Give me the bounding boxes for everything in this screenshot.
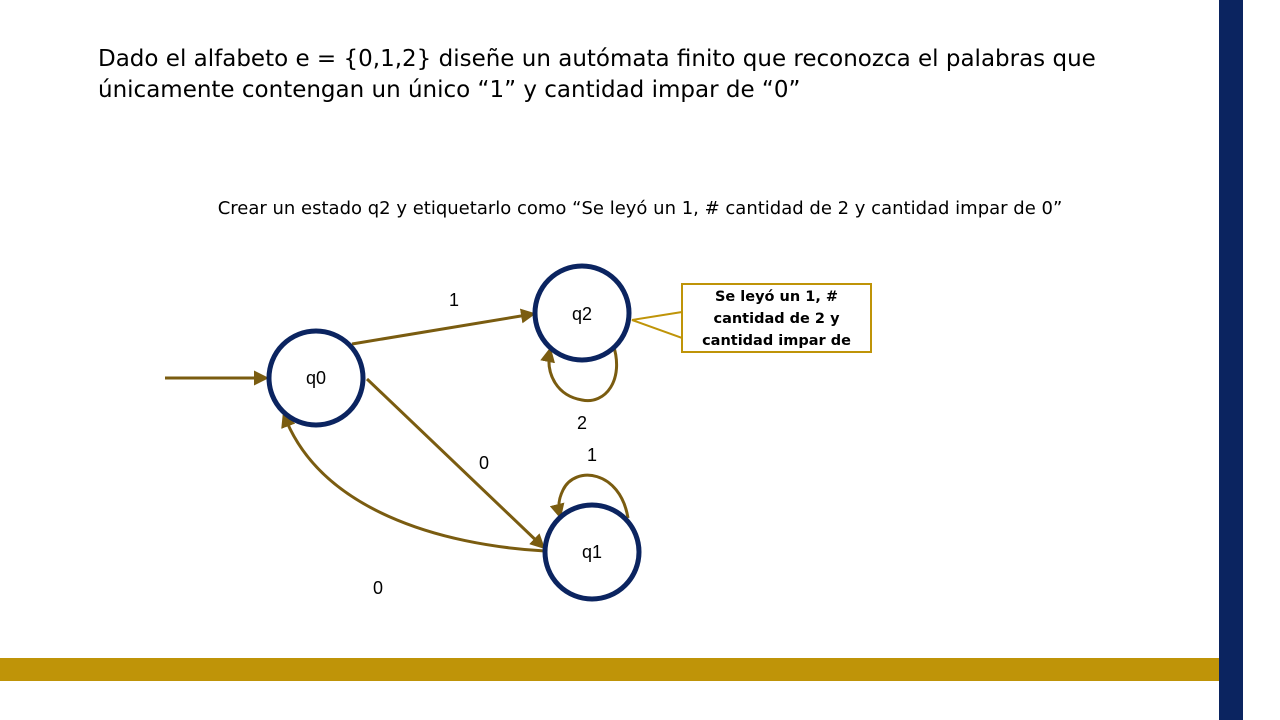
edge-q1-q0: [281, 412, 546, 553]
edge-q2-loop: [540, 343, 619, 403]
edge-q0-q1: [365, 377, 546, 550]
state-q2[interactable]: [532, 263, 632, 363]
q2-callout: Se leyó un 1, # cantidad de 2 y cantidad…: [681, 283, 872, 353]
label-q1-loop: 1: [587, 445, 597, 465]
label-q1-q0: 0: [373, 578, 383, 598]
state-q1-label: q1: [582, 542, 602, 562]
state-q2-label: q2: [572, 304, 592, 324]
callout-line: cantidad de 2 y: [713, 311, 840, 327]
instruction-text: Crear un estado q2 y etiquetarlo como “S…: [0, 198, 1280, 219]
callout-line: Se leyó un 1, #: [714, 289, 839, 305]
state-q1[interactable]: [542, 502, 642, 602]
state-q0[interactable]: [266, 328, 366, 428]
callout-line: cantidad impar de: [702, 333, 851, 349]
label-q0-q1: 0: [479, 453, 489, 473]
right-accent-bar: [1219, 0, 1243, 720]
state-q0-label: q0: [306, 368, 326, 388]
instruction-label: Crear un estado q2 y etiquetarlo como “S…: [217, 198, 1063, 219]
bottom-accent-bar: [0, 658, 1219, 681]
callout-pointer: [631, 310, 683, 340]
slide-title: Dado el alfabeto e = {0,1,2} diseñe un a…: [98, 46, 1096, 103]
edge-q0-q2: [351, 308, 536, 346]
edge-q1-loop: [549, 473, 630, 519]
label-q0-q2: 1: [449, 290, 459, 310]
label-q2-loop: 2: [577, 413, 587, 433]
